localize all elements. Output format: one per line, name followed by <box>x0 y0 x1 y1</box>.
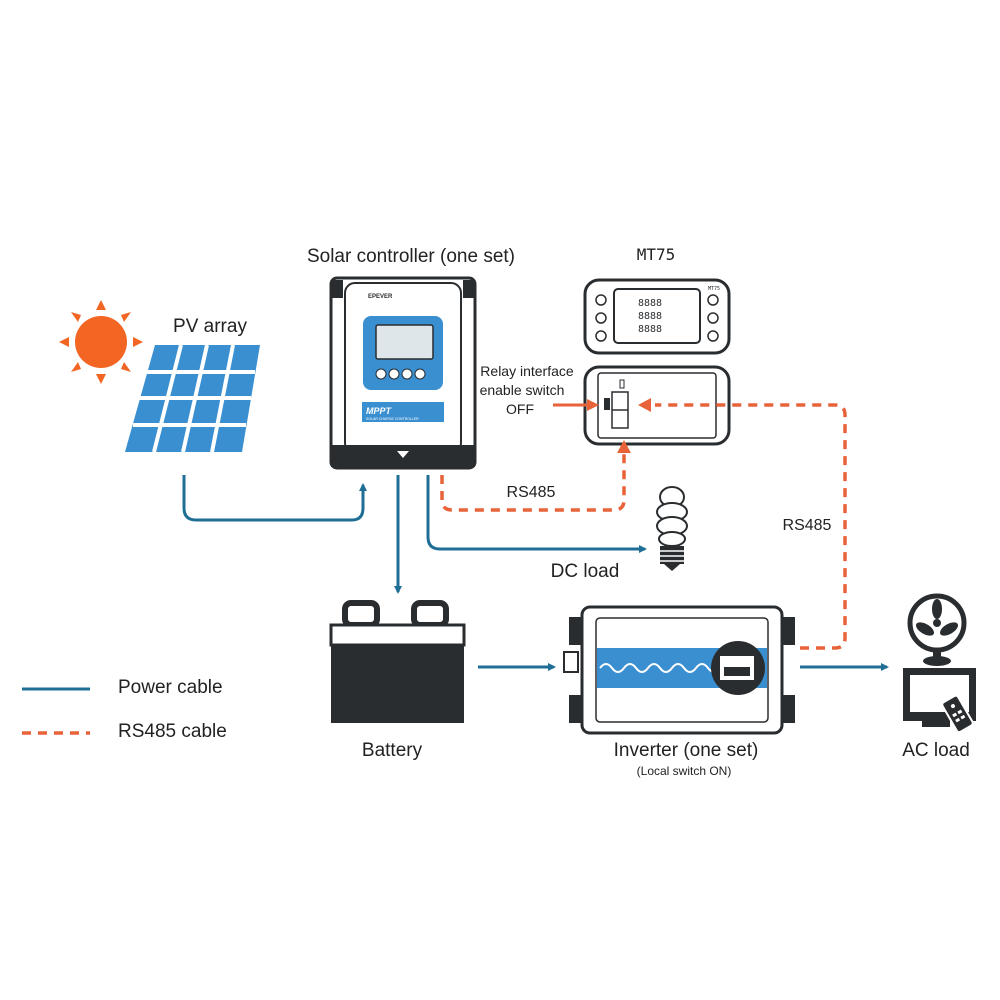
remote-control-icon <box>941 694 974 733</box>
dc-load-label: DC load <box>551 561 620 582</box>
mt75-buttons-right <box>707 294 719 342</box>
legend: Power cable RS485 cable <box>22 677 227 742</box>
inverter-device <box>563 605 795 735</box>
rs485-cable-controller-to-mt75 <box>440 450 626 512</box>
sine-wave-icon <box>599 663 733 673</box>
light-bulb-icon <box>656 486 688 571</box>
controller-buttons <box>375 368 426 380</box>
power-cable-pv-to-controller <box>182 475 367 522</box>
solar-controller-label: Solar controller (one set) <box>307 246 515 267</box>
relay-label-line1: Relay interface <box>480 363 574 379</box>
mt75-digits-row3: 8888 <box>638 324 662 335</box>
controller-lcd-screen <box>375 324 434 360</box>
rs485-cable-inverter-to-mt75 <box>655 403 847 650</box>
power-cable-controller-to-dc-load <box>426 475 647 553</box>
relay-label-line2: enable switch <box>480 382 565 398</box>
rs485-label-right: RS485 <box>783 517 832 534</box>
relay-switch-icon <box>604 398 610 410</box>
mt75-buttons-left <box>595 294 607 342</box>
solar-panel-icon <box>125 344 260 453</box>
rs485-label-left: RS485 <box>507 484 556 501</box>
mt75-model-text: MT75 <box>708 286 720 292</box>
sun-icon <box>59 300 143 384</box>
rs485-cables <box>440 403 847 650</box>
mt75-label: MT75 <box>637 245 676 264</box>
fan-icon <box>907 593 967 666</box>
rs485-arrowhead-up <box>617 440 631 453</box>
controller-brand: EPEVER <box>368 294 393 300</box>
solar-controller-device: EPEVER MPPT SOLAR CHARGE CONTROLLER <box>329 276 477 470</box>
inverter-sublabel: (Local switch ON) <box>637 764 732 778</box>
legend-rs485-label: RS485 cable <box>118 721 227 742</box>
mt75-digits-row2: 8888 <box>638 311 662 322</box>
pv-array-label: PV array <box>173 316 247 337</box>
inverter-label: Inverter (one set) <box>614 740 759 761</box>
power-cables <box>182 475 889 671</box>
controller-terminal-icon <box>397 451 409 458</box>
battery-icon <box>329 600 466 723</box>
ac-load-label: AC load <box>902 740 970 761</box>
relay-label-line3: OFF <box>506 401 534 417</box>
controller-subtitle: SOLAR CHARGE CONTROLLER <box>366 417 419 421</box>
battery-label: Battery <box>362 740 423 761</box>
mt75-digits-row1: 8888 <box>638 298 662 309</box>
rs485-arrowhead-left <box>638 398 651 412</box>
mt75-front-device: 8888 8888 8888 MT75 <box>583 278 731 355</box>
legend-power-label: Power cable <box>118 677 223 698</box>
controller-mppt-text: MPPT <box>366 406 393 416</box>
